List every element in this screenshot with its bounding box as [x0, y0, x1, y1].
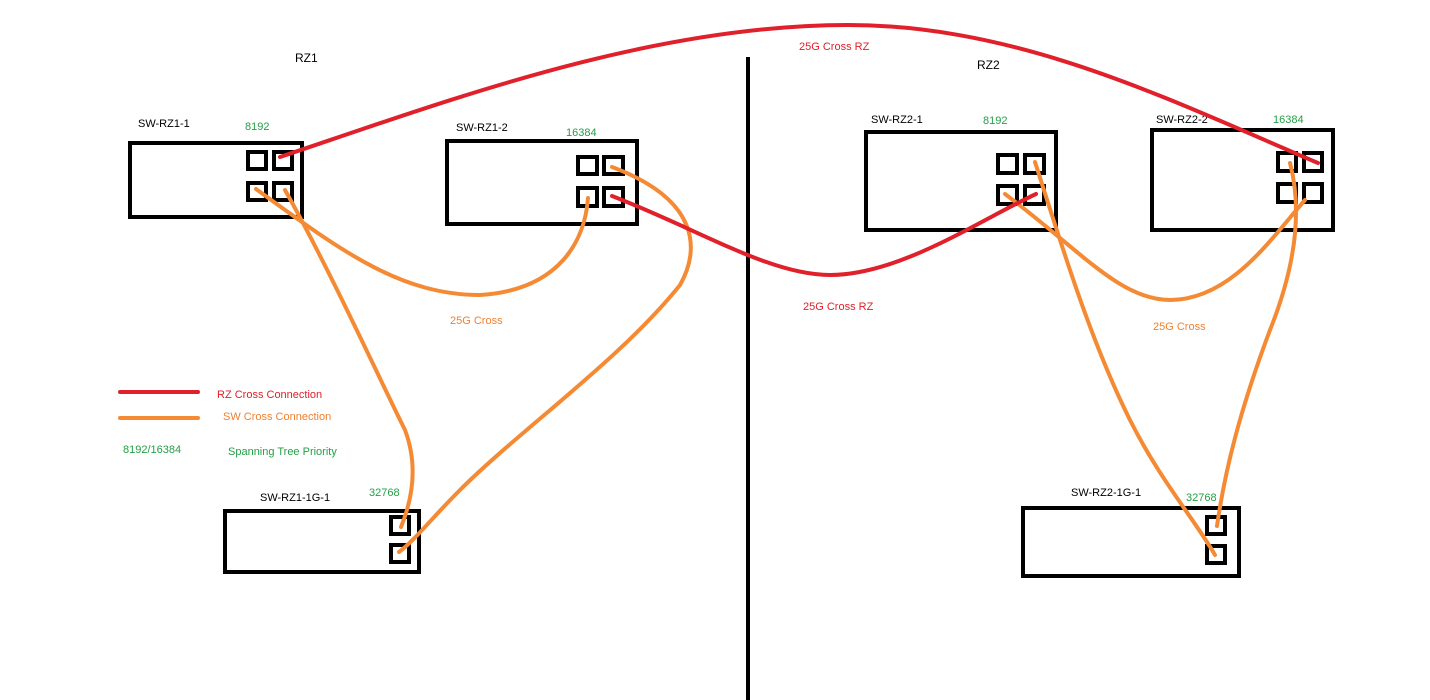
stp-priority: 16384	[566, 127, 597, 139]
sw-cross-cable	[254, 187, 590, 298]
stp-priority: 16384	[1273, 114, 1304, 126]
switch-sw-rz2-1	[864, 130, 1058, 232]
switch-sw-rz2-1g-1	[1021, 506, 1241, 578]
zone-label-rz1: RZ1	[295, 51, 318, 65]
sw-cross-cable	[283, 188, 415, 529]
switch-sw-rz1-2	[445, 139, 639, 226]
sw-cross-cable	[1215, 161, 1299, 528]
connection-label: 25G Cross	[1153, 321, 1206, 333]
zone-label-rz2: RZ2	[977, 58, 1000, 72]
legend-priority-values: 8192/16384	[123, 444, 181, 456]
switch-name: SW-RZ2-1	[871, 114, 923, 126]
stp-priority: 8192	[245, 121, 269, 133]
stp-priority: 8192	[983, 115, 1007, 127]
legend: RZ Cross Connection SW Cross Connection …	[118, 389, 337, 458]
port	[996, 153, 1019, 175]
port	[576, 155, 599, 176]
stp-priority: 32768	[369, 487, 400, 499]
legend-label-rz-cross: RZ Cross Connection	[217, 389, 322, 401]
sw-cross-cable	[1003, 192, 1307, 303]
connection-label: 25G Cross	[450, 315, 503, 327]
port	[1302, 182, 1324, 204]
connection-label: 25G Cross RZ	[799, 41, 870, 53]
switch-name: SW-RZ1-2	[456, 122, 508, 134]
switch-sw-rz2-2	[1150, 128, 1335, 232]
switch-name: SW-RZ1-1	[138, 118, 190, 130]
switch-sw-rz1-1g-1	[223, 509, 421, 574]
connection-label: 25G Cross RZ	[803, 301, 874, 313]
rz-cross-cable	[610, 192, 1038, 278]
legend-label-sw-cross: SW Cross Connection	[223, 411, 331, 423]
sw-cross-cable	[397, 165, 693, 554]
port	[246, 150, 268, 171]
switch-name: SW-RZ2-1G-1	[1071, 487, 1141, 499]
legend-priority-label: Spanning Tree Priority	[228, 446, 337, 458]
sw-cross-cable	[1033, 160, 1217, 557]
stp-priority: 32768	[1186, 492, 1217, 504]
switch-sw-rz1-1	[128, 141, 304, 219]
rz-cross-cable	[278, 22, 1320, 165]
switch-name: SW-RZ2-2	[1156, 114, 1208, 126]
switch-name: SW-RZ1-1G-1	[260, 492, 330, 504]
